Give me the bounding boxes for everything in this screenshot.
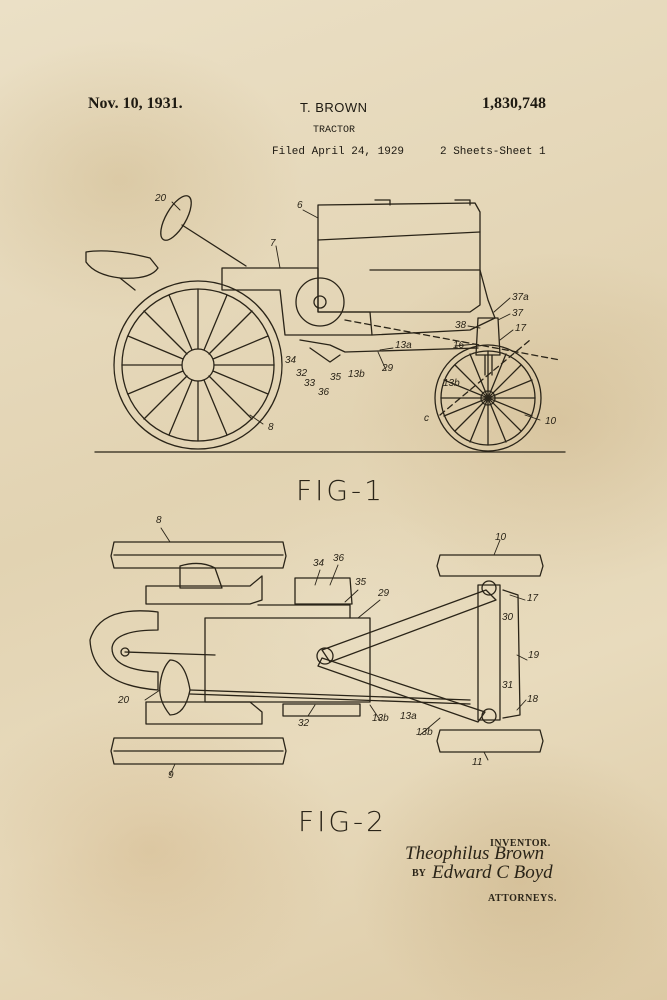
rear-wheel-top-lower (110, 737, 287, 765)
rear-wheel-rim (113, 280, 283, 450)
fig-2-ref-label: 32 (298, 718, 310, 729)
fig-2-ref-label: 35 (355, 577, 367, 588)
patent-number: 1,830,748 (482, 95, 546, 112)
lever (309, 347, 341, 363)
fig-1-caption: FIG-1 (296, 474, 385, 507)
steering-column (181, 224, 247, 267)
drag-link-top (189, 689, 471, 701)
seat-top (89, 610, 159, 691)
fig-1-ref-label: 36 (318, 387, 330, 398)
fig-2-ref-label: 10 (495, 532, 507, 543)
frame-pivot (316, 647, 334, 665)
inventor-label: INVENTOR. (490, 838, 551, 849)
drag-link (299, 339, 479, 353)
tractor-top-view-drawing (89, 527, 544, 776)
front-wheel-spokes (440, 350, 536, 446)
pulley-lower (282, 703, 361, 717)
fig-2-ref-label: 20 (118, 695, 130, 706)
attorney-signature: Edward C Boyd (432, 862, 553, 883)
fig-2-ref-label: 34 (313, 558, 325, 569)
pulley-top (294, 577, 353, 605)
fig-1-ref-label: 37a (512, 292, 529, 303)
steering-wheel-top (159, 659, 191, 716)
belt-pulley (295, 277, 345, 327)
patent-title: TRACTOR (313, 125, 356, 136)
hood-line (317, 231, 481, 241)
fig-1-ref-label: 38 (455, 320, 467, 331)
fig-2-ref-label: 36 (333, 553, 345, 564)
front-wheel-top-lower (436, 729, 544, 753)
seat (85, 250, 159, 279)
filler-cap (454, 199, 471, 206)
fig-2-ref-label: 8 (156, 515, 162, 526)
steering-wheel (160, 195, 192, 241)
fig-1-ref-label: 8 (268, 422, 274, 433)
fig-2-caption: FIG-2 (298, 805, 387, 838)
fig-2-ref-label: 13b (372, 713, 389, 724)
fig-2-ref-label: 30 (502, 612, 514, 623)
pulley-hub (313, 295, 327, 309)
rear-wheel-top-upper (110, 541, 287, 569)
fig-2-ref-label: 11 (472, 757, 483, 768)
seat-bar (124, 651, 216, 656)
frame-arm-lower (317, 657, 486, 723)
patent-date: Nov. 10, 1931. (88, 95, 183, 112)
attorneys-label: ATTORNEYS. (488, 893, 557, 904)
fig-2-ref-label: 13a (400, 711, 417, 722)
rear-wheel-spokes (121, 288, 275, 442)
tie-rod (502, 589, 521, 719)
frame-arm-upper (321, 589, 497, 663)
seat-post (119, 277, 136, 291)
sheet-count: 2 Sheets-Sheet 1 (440, 146, 546, 158)
king-pin-upper (481, 580, 497, 596)
engine-block-top (204, 617, 371, 703)
fig-1-ref-label: 20 (155, 193, 167, 204)
engine-block (369, 269, 496, 336)
fig-2-ref-label: 9 (168, 770, 174, 781)
engine-upper-edge (257, 604, 351, 619)
center-line (344, 319, 561, 361)
fig-2-ref-label: 13b (416, 727, 433, 738)
by-label: BY (412, 868, 426, 879)
fig-1-ref-label: 37 (512, 308, 524, 319)
axis-line (439, 339, 531, 416)
fig-1-ref-label: 13a (395, 340, 412, 351)
engine-hood (317, 202, 481, 313)
fig-2-ref-label: 29 (378, 588, 390, 599)
fig-1-ref-label: 34 (285, 355, 297, 366)
rear-hub-upper (145, 575, 263, 605)
filed-date: Filed April 24, 1929 (272, 146, 405, 158)
fig-1-ref-label: c (424, 413, 429, 424)
fig-1-ref-label: 6 (297, 200, 303, 211)
fig-1-ref-label: 35 (330, 372, 342, 383)
inventor-name-header: T. BROWN (300, 100, 368, 115)
inventor-signature: Theophilus Brown (405, 843, 545, 864)
fig-1-ref-label: 13b (348, 369, 365, 380)
fig-1-ref-label: 7 (270, 238, 276, 249)
rear-axle-housing-upper (179, 562, 223, 589)
fig-2-ref-label: 18 (527, 694, 539, 705)
fig-1-ref-label: 17 (515, 323, 527, 334)
front-knuckle (475, 317, 501, 356)
fig-1-ref-label: 13b (443, 378, 460, 389)
front-wheel-top-upper (436, 554, 544, 577)
fig-1-ref-label: 29 (382, 363, 394, 374)
fig-1-ref-label: 32 (296, 368, 308, 379)
fig-1-ref-label: 16 (453, 340, 465, 351)
front-axle (477, 584, 501, 721)
fig-2-ref-label: 17 (527, 593, 539, 604)
fig-2-ref-label: 19 (528, 650, 540, 661)
front-wheel-rim (434, 344, 542, 452)
fig-1-ref-label: 10 (545, 416, 557, 427)
fig-2-ref-label: 31 (502, 680, 514, 691)
radiator-cap (374, 199, 391, 206)
chassis-body (221, 267, 373, 336)
fig-1-ref-label: 33 (304, 378, 316, 389)
